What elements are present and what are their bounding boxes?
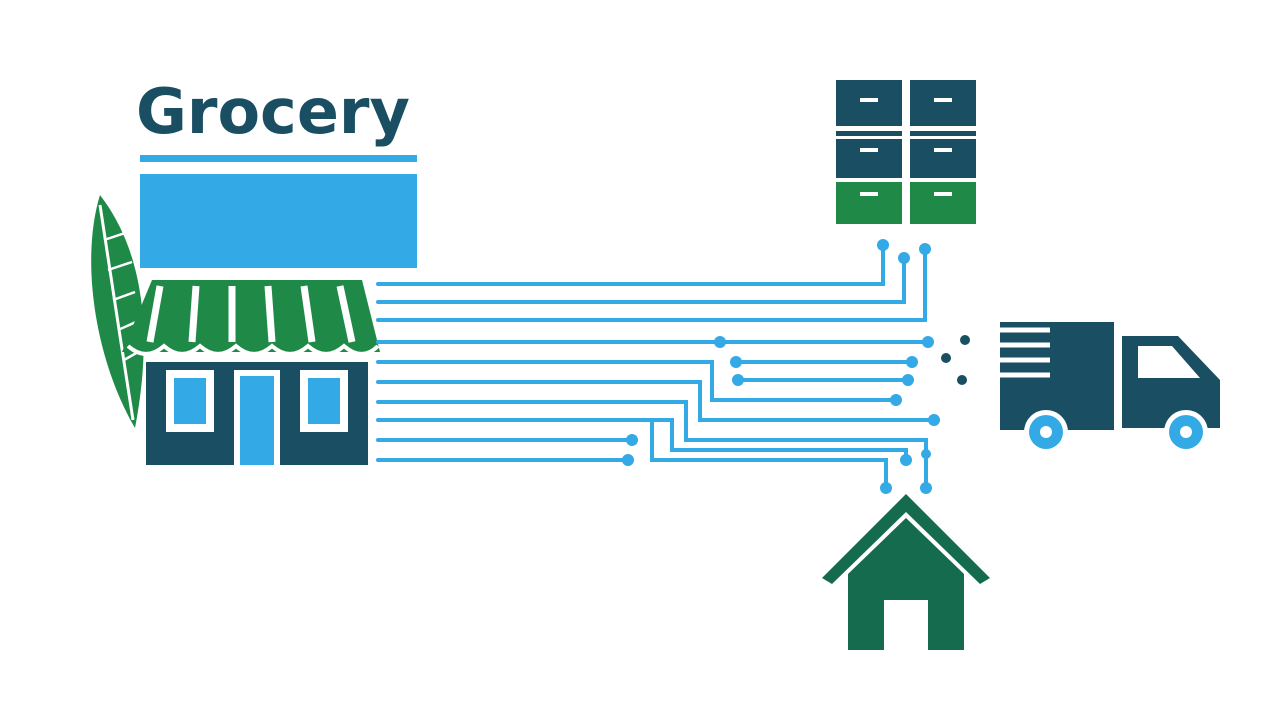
connection-lines — [376, 244, 936, 490]
node — [890, 394, 902, 406]
node — [902, 374, 914, 386]
leaf-icon — [91, 195, 144, 428]
warehouse-shelves-icon — [836, 80, 976, 228]
line-to-warehouse-3 — [376, 248, 927, 322]
line-to-home-5 — [650, 418, 888, 490]
node — [919, 243, 931, 255]
store-awning — [122, 280, 380, 356]
line-to-warehouse-1 — [376, 244, 885, 286]
node — [622, 454, 634, 466]
line-to-truck-5 — [376, 380, 936, 422]
node — [732, 374, 744, 386]
connection-nodes — [622, 239, 940, 494]
grocery-store-icon — [146, 362, 368, 465]
node — [730, 356, 742, 368]
store-sign — [140, 155, 417, 268]
store-title: Grocery — [136, 75, 410, 148]
home-icon — [822, 494, 990, 650]
line-to-home-2 — [376, 418, 908, 462]
line-to-truck-3 — [376, 360, 898, 402]
node — [626, 434, 638, 446]
line-to-warehouse-2 — [376, 256, 906, 304]
delivery-truck-icon — [941, 322, 1220, 454]
node — [880, 482, 892, 494]
node — [922, 336, 934, 348]
node — [900, 454, 912, 466]
node — [877, 239, 889, 251]
node — [714, 336, 726, 348]
node — [921, 449, 931, 459]
node — [928, 414, 940, 426]
node — [898, 252, 910, 264]
node — [906, 356, 918, 368]
node — [920, 482, 932, 494]
